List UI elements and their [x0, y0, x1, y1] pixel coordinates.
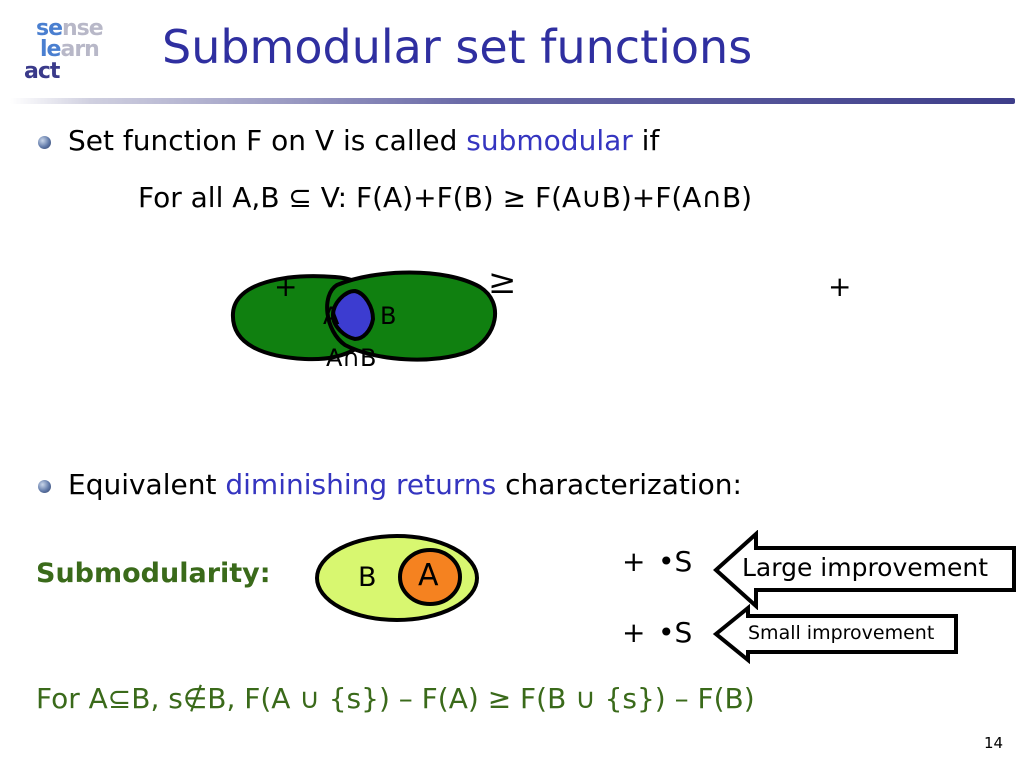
- venn-label-ab: A∩B: [326, 344, 377, 372]
- bullet-icon: [38, 480, 51, 493]
- logo-act: act: [24, 59, 60, 84]
- row1-s: •S: [658, 545, 693, 578]
- venn-plus-left: +: [274, 270, 298, 303]
- bullet-1-suffix: if: [632, 124, 660, 157]
- logo-se: se: [36, 16, 63, 41]
- small-improvement-label: Small improvement: [748, 622, 935, 644]
- row2-s: •S: [658, 616, 693, 649]
- logo-nse: nse: [62, 16, 104, 41]
- venn2-label-b: B: [358, 562, 377, 593]
- bullet-2-prefix: Equivalent: [68, 468, 226, 501]
- bullet-1-prefix: Set function F on V is called: [68, 124, 467, 157]
- venn-diagram-1: [230, 270, 498, 362]
- bullet-2-suffix: characterization:: [496, 468, 742, 501]
- bullet-icon: [38, 136, 51, 149]
- logo-le: le: [40, 37, 61, 62]
- row2-plus: +: [622, 616, 646, 649]
- venn-label-a: A: [323, 302, 340, 330]
- bullet-2: Equivalent diminishing returns character…: [68, 468, 742, 501]
- large-improvement-label: Large improvement: [742, 553, 989, 582]
- logo: sense learn act: [20, 18, 130, 90]
- title-rule: [10, 98, 1015, 104]
- venn2-label-a: A: [418, 558, 439, 593]
- bullet-2-highlight: diminishing returns: [225, 468, 497, 501]
- set-b-shape: [325, 270, 498, 362]
- page-number: 14: [984, 734, 1004, 752]
- venn-geq: ≥: [488, 262, 517, 302]
- bullet-1: Set function F on V is called submodular…: [68, 124, 659, 157]
- bullet-1-highlight: submodular: [466, 124, 633, 157]
- small-improvement-arrow: [712, 604, 958, 664]
- formula-1: For all A,B ⊆ V: F(A)+F(B) ≥ F(A∪B)+F(A∩…: [138, 181, 753, 214]
- venn-diagram-2: [315, 534, 479, 622]
- large-improvement-arrow: [713, 530, 1016, 610]
- venn-label-b: B: [380, 302, 397, 330]
- row1-plus: +: [622, 545, 646, 578]
- venn-plus-right: +: [828, 270, 852, 303]
- intersection-shape: [330, 288, 376, 342]
- set-a-ellipse: [398, 548, 462, 606]
- slide-title: Submodular set functions: [162, 20, 753, 74]
- submodularity-label: Submodularity:: [36, 558, 271, 589]
- logo-arn: arn: [60, 37, 99, 62]
- formula-2: For A⊆B, s∉B, F(A ∪ {s}) – F(A) ≥ F(B ∪ …: [36, 682, 755, 715]
